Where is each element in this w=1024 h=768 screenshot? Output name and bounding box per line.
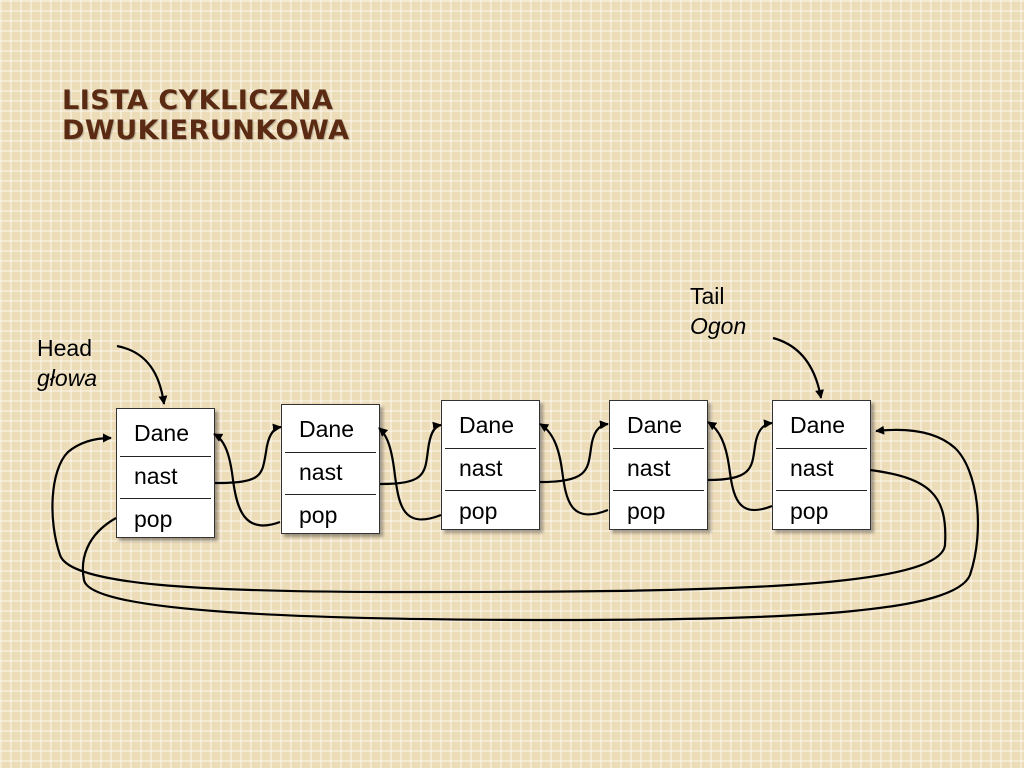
node-data-field: Dane <box>790 412 845 438</box>
prev-arrow-2-1 <box>213 433 281 527</box>
node-data-field: Dane <box>459 412 514 438</box>
node-prev-field: pop <box>790 498 829 524</box>
tail-label-english: Tail <box>690 283 725 309</box>
field-divider <box>776 490 867 491</box>
head-label-english: Head <box>37 335 92 361</box>
node-next-field: nast <box>299 459 343 485</box>
node-next-field: nast <box>134 463 178 489</box>
list-node-2: Dane nast pop <box>281 404 380 534</box>
next-arrow-3-4 <box>539 420 609 484</box>
node-prev-field: pop <box>134 506 173 532</box>
list-node-1: Dane nast pop <box>116 408 215 538</box>
title-line-2: DWUKIERUNKOWA <box>62 115 350 146</box>
prev-arrow-3-2 <box>378 427 442 521</box>
head-pointer-arrow <box>116 344 168 405</box>
node-prev-field: pop <box>459 498 498 524</box>
field-divider <box>613 448 704 449</box>
tail-label-polish: Ogon <box>690 313 747 339</box>
field-divider <box>285 452 376 453</box>
prev-arrow-5-4 <box>707 421 773 512</box>
field-divider <box>285 494 376 495</box>
field-divider <box>445 448 536 449</box>
list-node-4: Dane nast pop <box>609 400 708 530</box>
title-line-1: LISTA CYKLICZNA <box>62 85 334 116</box>
node-prev-field: pop <box>299 502 338 528</box>
prev-arrow-4-3 <box>539 423 609 516</box>
node-data-field: Dane <box>134 420 189 446</box>
node-prev-field: pop <box>627 498 666 524</box>
field-divider <box>120 456 211 457</box>
node-next-field: nast <box>627 455 671 481</box>
next-arrow-4-5 <box>707 419 773 482</box>
next-arrow-1-2 <box>214 423 282 485</box>
tail-label: Tail Ogon <box>690 281 746 341</box>
field-divider <box>776 448 867 449</box>
field-divider <box>120 498 211 499</box>
list-node-5: Dane nast pop <box>772 400 871 530</box>
node-next-field: nast <box>790 455 834 481</box>
node-data-field: Dane <box>627 412 682 438</box>
head-label-polish: głowa <box>37 365 98 391</box>
list-node-3: Dane nast pop <box>441 400 540 530</box>
next-arrow-2-3 <box>379 421 442 486</box>
slide-title: LISTA CYKLICZNA DWUKIERUNKOWA <box>62 86 349 146</box>
field-divider <box>613 490 704 491</box>
field-divider <box>445 490 536 491</box>
tail-pointer-arrow <box>772 336 825 399</box>
node-next-field: nast <box>459 455 503 481</box>
node-data-field: Dane <box>299 416 354 442</box>
head-label: Head głowa <box>37 333 97 393</box>
